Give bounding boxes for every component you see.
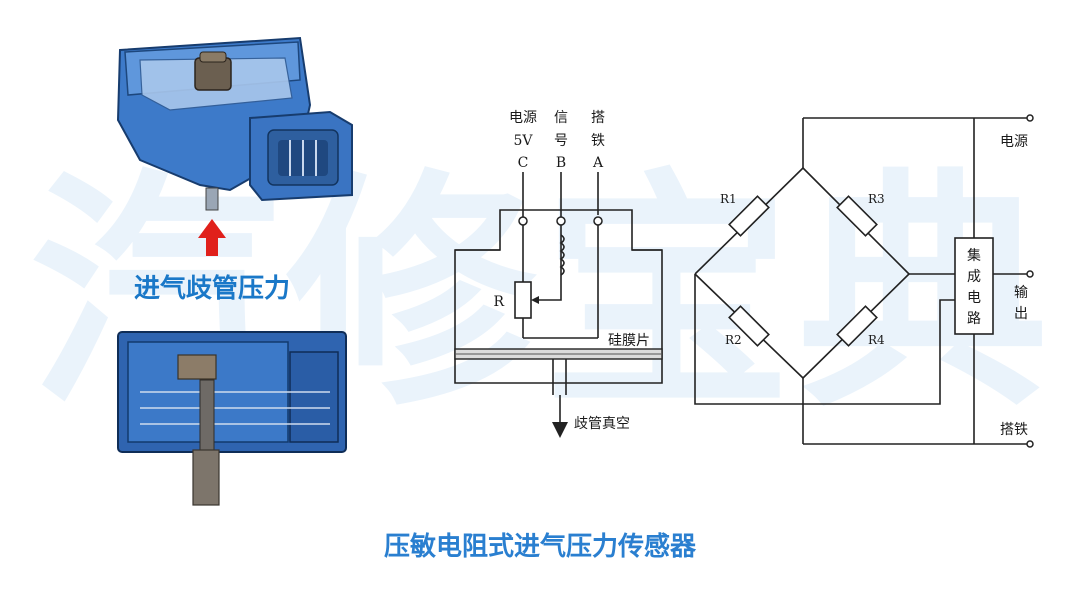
resistor-r2-label: R2 <box>725 333 742 347</box>
pin-b-letter: B <box>556 155 566 171</box>
silicon-chip-label: 硅膜片 <box>608 333 650 349</box>
resistor-r1-label: R1 <box>720 192 737 206</box>
sensor-schematic <box>454 172 663 438</box>
ic-label-1: 集 <box>967 247 981 264</box>
pin-b-mid-label: 号 <box>554 133 568 149</box>
pin-a-letter: A <box>592 155 604 171</box>
bridge-circuit <box>694 114 1034 448</box>
pin-c-letter: C <box>518 155 529 171</box>
bridge-ground-label: 搭铁 <box>1000 422 1028 438</box>
diagram-caption: 压敏电阻式进气压力传感器 <box>384 531 697 562</box>
intake-pressure-label: 进气歧管压力 <box>134 273 290 304</box>
bridge-power-label: 电源 <box>1000 134 1028 150</box>
sensor-cutaway-image <box>117 331 347 506</box>
ic-label-2: 成 <box>967 269 981 285</box>
pin-a-mid-label: 铁 <box>591 133 605 149</box>
pressure-arrow-icon <box>198 219 226 256</box>
bridge-output-label-1: 输 <box>1014 285 1028 301</box>
ic-label-4: 路 <box>967 311 981 327</box>
pin-a-top-label: 搭 <box>591 110 605 126</box>
resistor-r-label: R <box>493 294 504 310</box>
resistor-r4-label: R4 <box>868 333 885 347</box>
bridge-output-label-2: 出 <box>1014 306 1028 322</box>
sensor-exterior-image <box>116 36 353 211</box>
manifold-vacuum-label: 歧管真空 <box>574 416 630 432</box>
pin-c-mid-label: 5V <box>513 133 533 149</box>
pin-c-top-label: 电源 <box>509 110 537 126</box>
ic-label-3: 电 <box>967 290 981 306</box>
resistor-r3-label: R3 <box>868 192 885 206</box>
pin-b-top-label: 信 <box>554 110 568 126</box>
